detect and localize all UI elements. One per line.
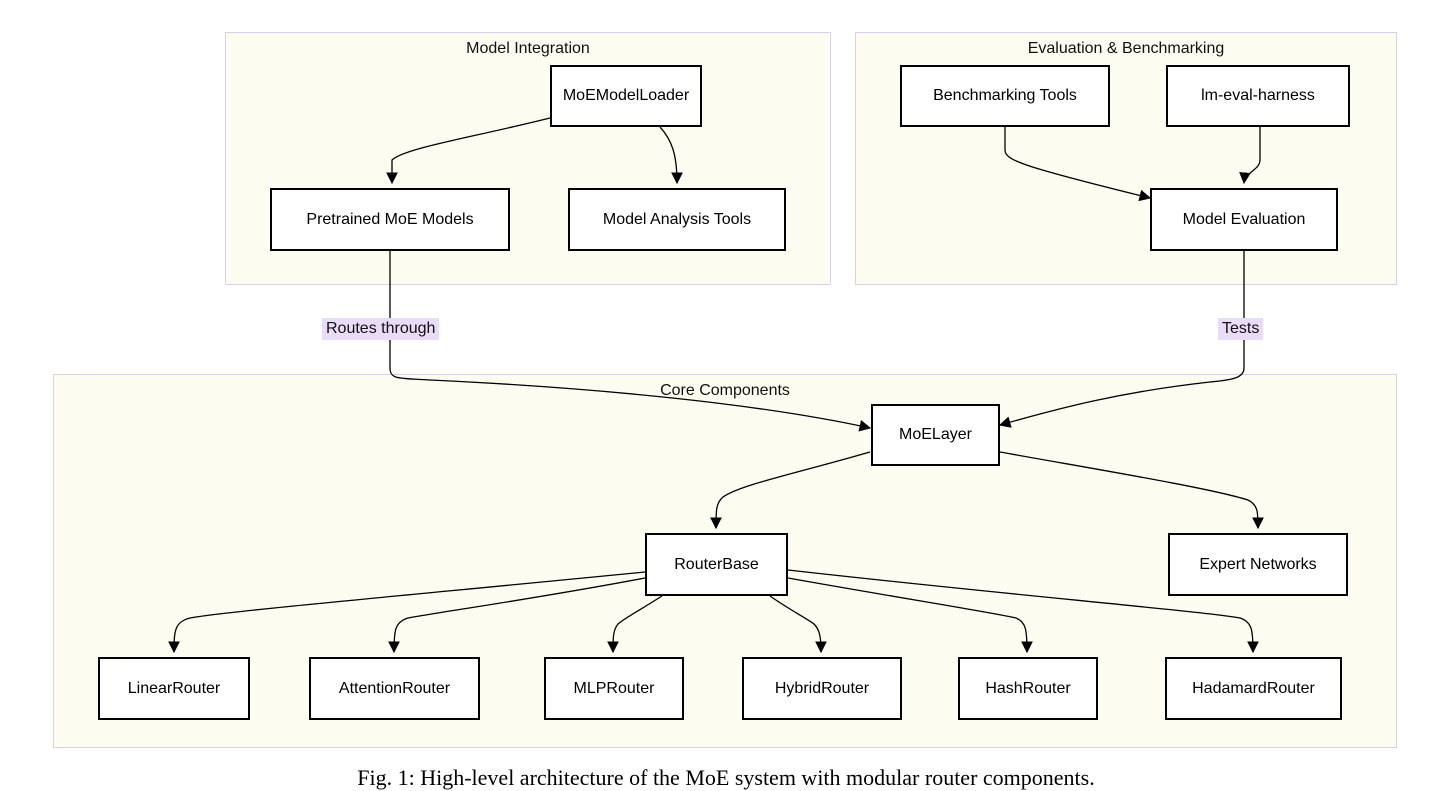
node-hadamard-router[interactable]: HadamardRouter [1165,657,1342,720]
edge-label-routes-through: Routes through [322,318,440,340]
edge-loader-to-analysis [659,126,683,185]
node-mlp-router[interactable]: MLPRouter [544,657,684,720]
figure-caption: Fig. 1: High-level architecture of the M… [357,765,1095,790]
node-lm-eval-harness[interactable]: lm-eval-harness [1166,65,1350,127]
edge-pretrained-to-moelayer [389,250,872,432]
edge-evaluation-to-moelayer [998,250,1245,428]
node-moe-layer[interactable]: MoELayer [871,404,1000,466]
node-model-evaluation[interactable]: Model Evaluation [1150,188,1338,251]
edge-routerbase-to-attention [388,577,646,654]
edge-routerbase-to-hadamard [787,569,1259,654]
node-benchmarking-tools[interactable]: Benchmarking Tools [900,65,1110,127]
cluster-title-model-integration: Model Integration [466,40,590,57]
edge-routerbase-to-hybrid [769,595,827,654]
edge-label-tests: Tests [1218,318,1264,340]
node-model-analysis-tools[interactable]: Model Analysis Tools [568,188,786,251]
cluster-title-core-components: Core Components [660,382,790,399]
node-attention-router[interactable]: AttentionRouter [309,657,480,720]
node-linear-router[interactable]: LinearRouter [98,657,250,720]
node-hybrid-router[interactable]: HybridRouter [742,657,902,720]
edge-routerbase-to-mlp [607,595,663,654]
edge-benchmarking-to-evaluation [1004,127,1152,202]
node-hash-router[interactable]: HashRouter [958,657,1098,720]
edge-moelayer-to-experts [999,451,1264,530]
edge-routerbase-to-hash [787,577,1033,654]
node-router-base[interactable]: RouterBase [645,533,788,596]
edge-lmeval-to-evaluation [1239,127,1261,185]
node-moe-model-loader[interactable]: MoEModelLoader [550,65,702,127]
node-pretrained-moe-models[interactable]: Pretrained MoE Models [270,188,510,251]
edge-routerbase-to-linear [168,571,646,654]
edge-moelayer-to-routerbase [710,451,871,530]
edge-loader-to-pretrained [386,117,551,185]
node-expert-networks[interactable]: Expert Networks [1168,533,1348,596]
cluster-title-evaluation-benchmarking: Evaluation & Benchmarking [1027,40,1225,57]
